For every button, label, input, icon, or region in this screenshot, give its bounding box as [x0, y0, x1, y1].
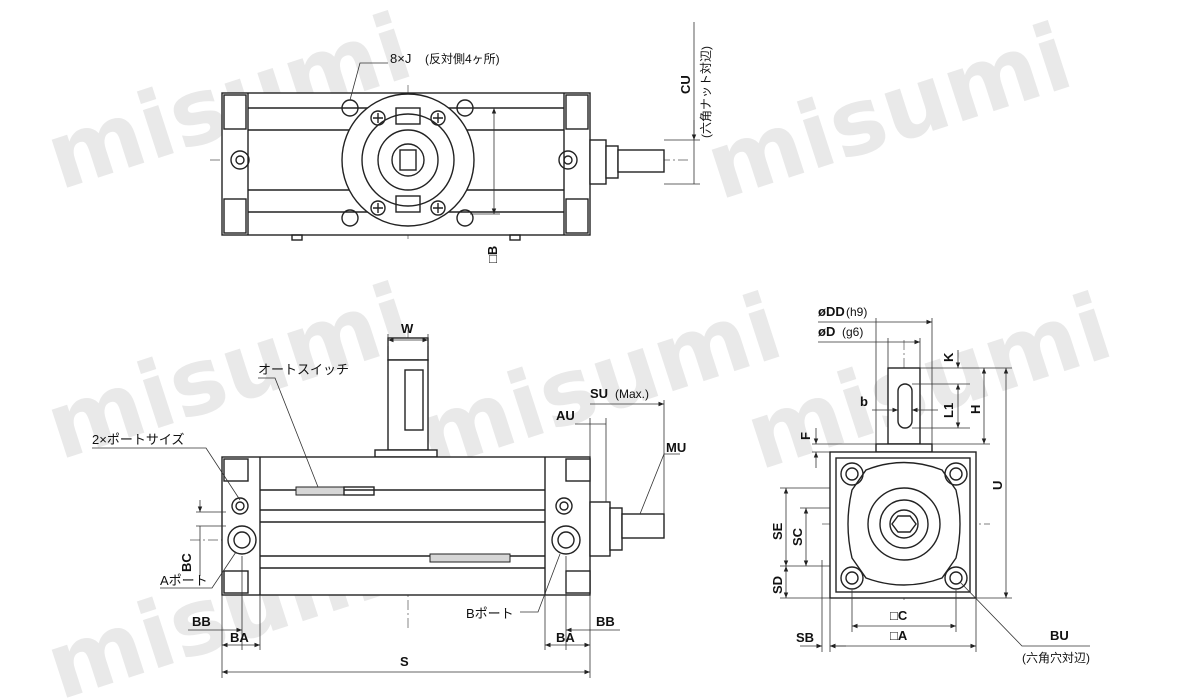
dim-ba-left: BA — [230, 630, 249, 645]
dim-w-label: W — [401, 321, 414, 336]
port-size-label: 2×ポートサイズ — [92, 432, 184, 447]
dim-dd-note: (h9) — [846, 305, 867, 319]
hole-count-label: 8×J — [390, 51, 411, 66]
dim-cu-label: CU — [678, 75, 693, 94]
dim-bb-right: BB — [596, 614, 615, 629]
dim-f-label: F — [798, 432, 813, 440]
dim-se-label: SE — [770, 522, 785, 540]
dim-sb-label: SB — [796, 630, 814, 645]
dim-bu-note: (六角穴対辺) — [1022, 650, 1090, 665]
watermark-text: misumi — [694, 3, 1084, 221]
dim-b-small-label: b — [860, 394, 868, 409]
dim-su-note: (Max.) — [615, 387, 649, 401]
dim-bc-label: BC — [179, 553, 194, 572]
port-b-label: Bポート — [466, 606, 514, 621]
dim-u-label: U — [990, 481, 1005, 490]
dim-sd-label: SD — [770, 576, 785, 594]
dim-su-label: SU — [590, 386, 608, 401]
dim-c-label: □C — [890, 608, 908, 623]
dim-d-label: øD — [818, 324, 835, 339]
dim-s-label: S — [400, 654, 409, 669]
front-view: W オートスイッチ 2×ポートサイズ SU (Max.) AU MU BC Aポ… — [92, 321, 686, 678]
dim-k-label: K — [941, 352, 956, 362]
dim-sc-label: SC — [790, 527, 805, 546]
dim-d-note: (g6) — [842, 325, 863, 339]
dim-dd-label: øDD — [818, 304, 845, 319]
dim-a-label: □A — [890, 628, 908, 643]
dim-bu-label: BU — [1050, 628, 1069, 643]
dim-cu-note: (六角ナット対辺) — [699, 46, 713, 138]
dim-ba-right: BA — [556, 630, 575, 645]
dim-mu-label: MU — [666, 440, 686, 455]
hole-note-label: (反対側4ヶ所) — [425, 52, 500, 66]
dim-bb-left: BB — [192, 614, 211, 629]
dim-au-label: AU — [556, 408, 575, 423]
auto-switch-label: オートスイッチ — [258, 362, 349, 377]
side-view: øDD (h9) øD (g6) K L1 H b F U — [770, 304, 1090, 665]
dim-h-label: H — [968, 405, 983, 414]
port-a-label: Aポート — [160, 573, 208, 588]
dim-l1-label: L1 — [941, 403, 956, 418]
top-view: 8×J (反対側4ヶ所) □B CU (六角ナット対辺) — [210, 22, 713, 263]
dim-b-label: □B — [485, 246, 500, 263]
